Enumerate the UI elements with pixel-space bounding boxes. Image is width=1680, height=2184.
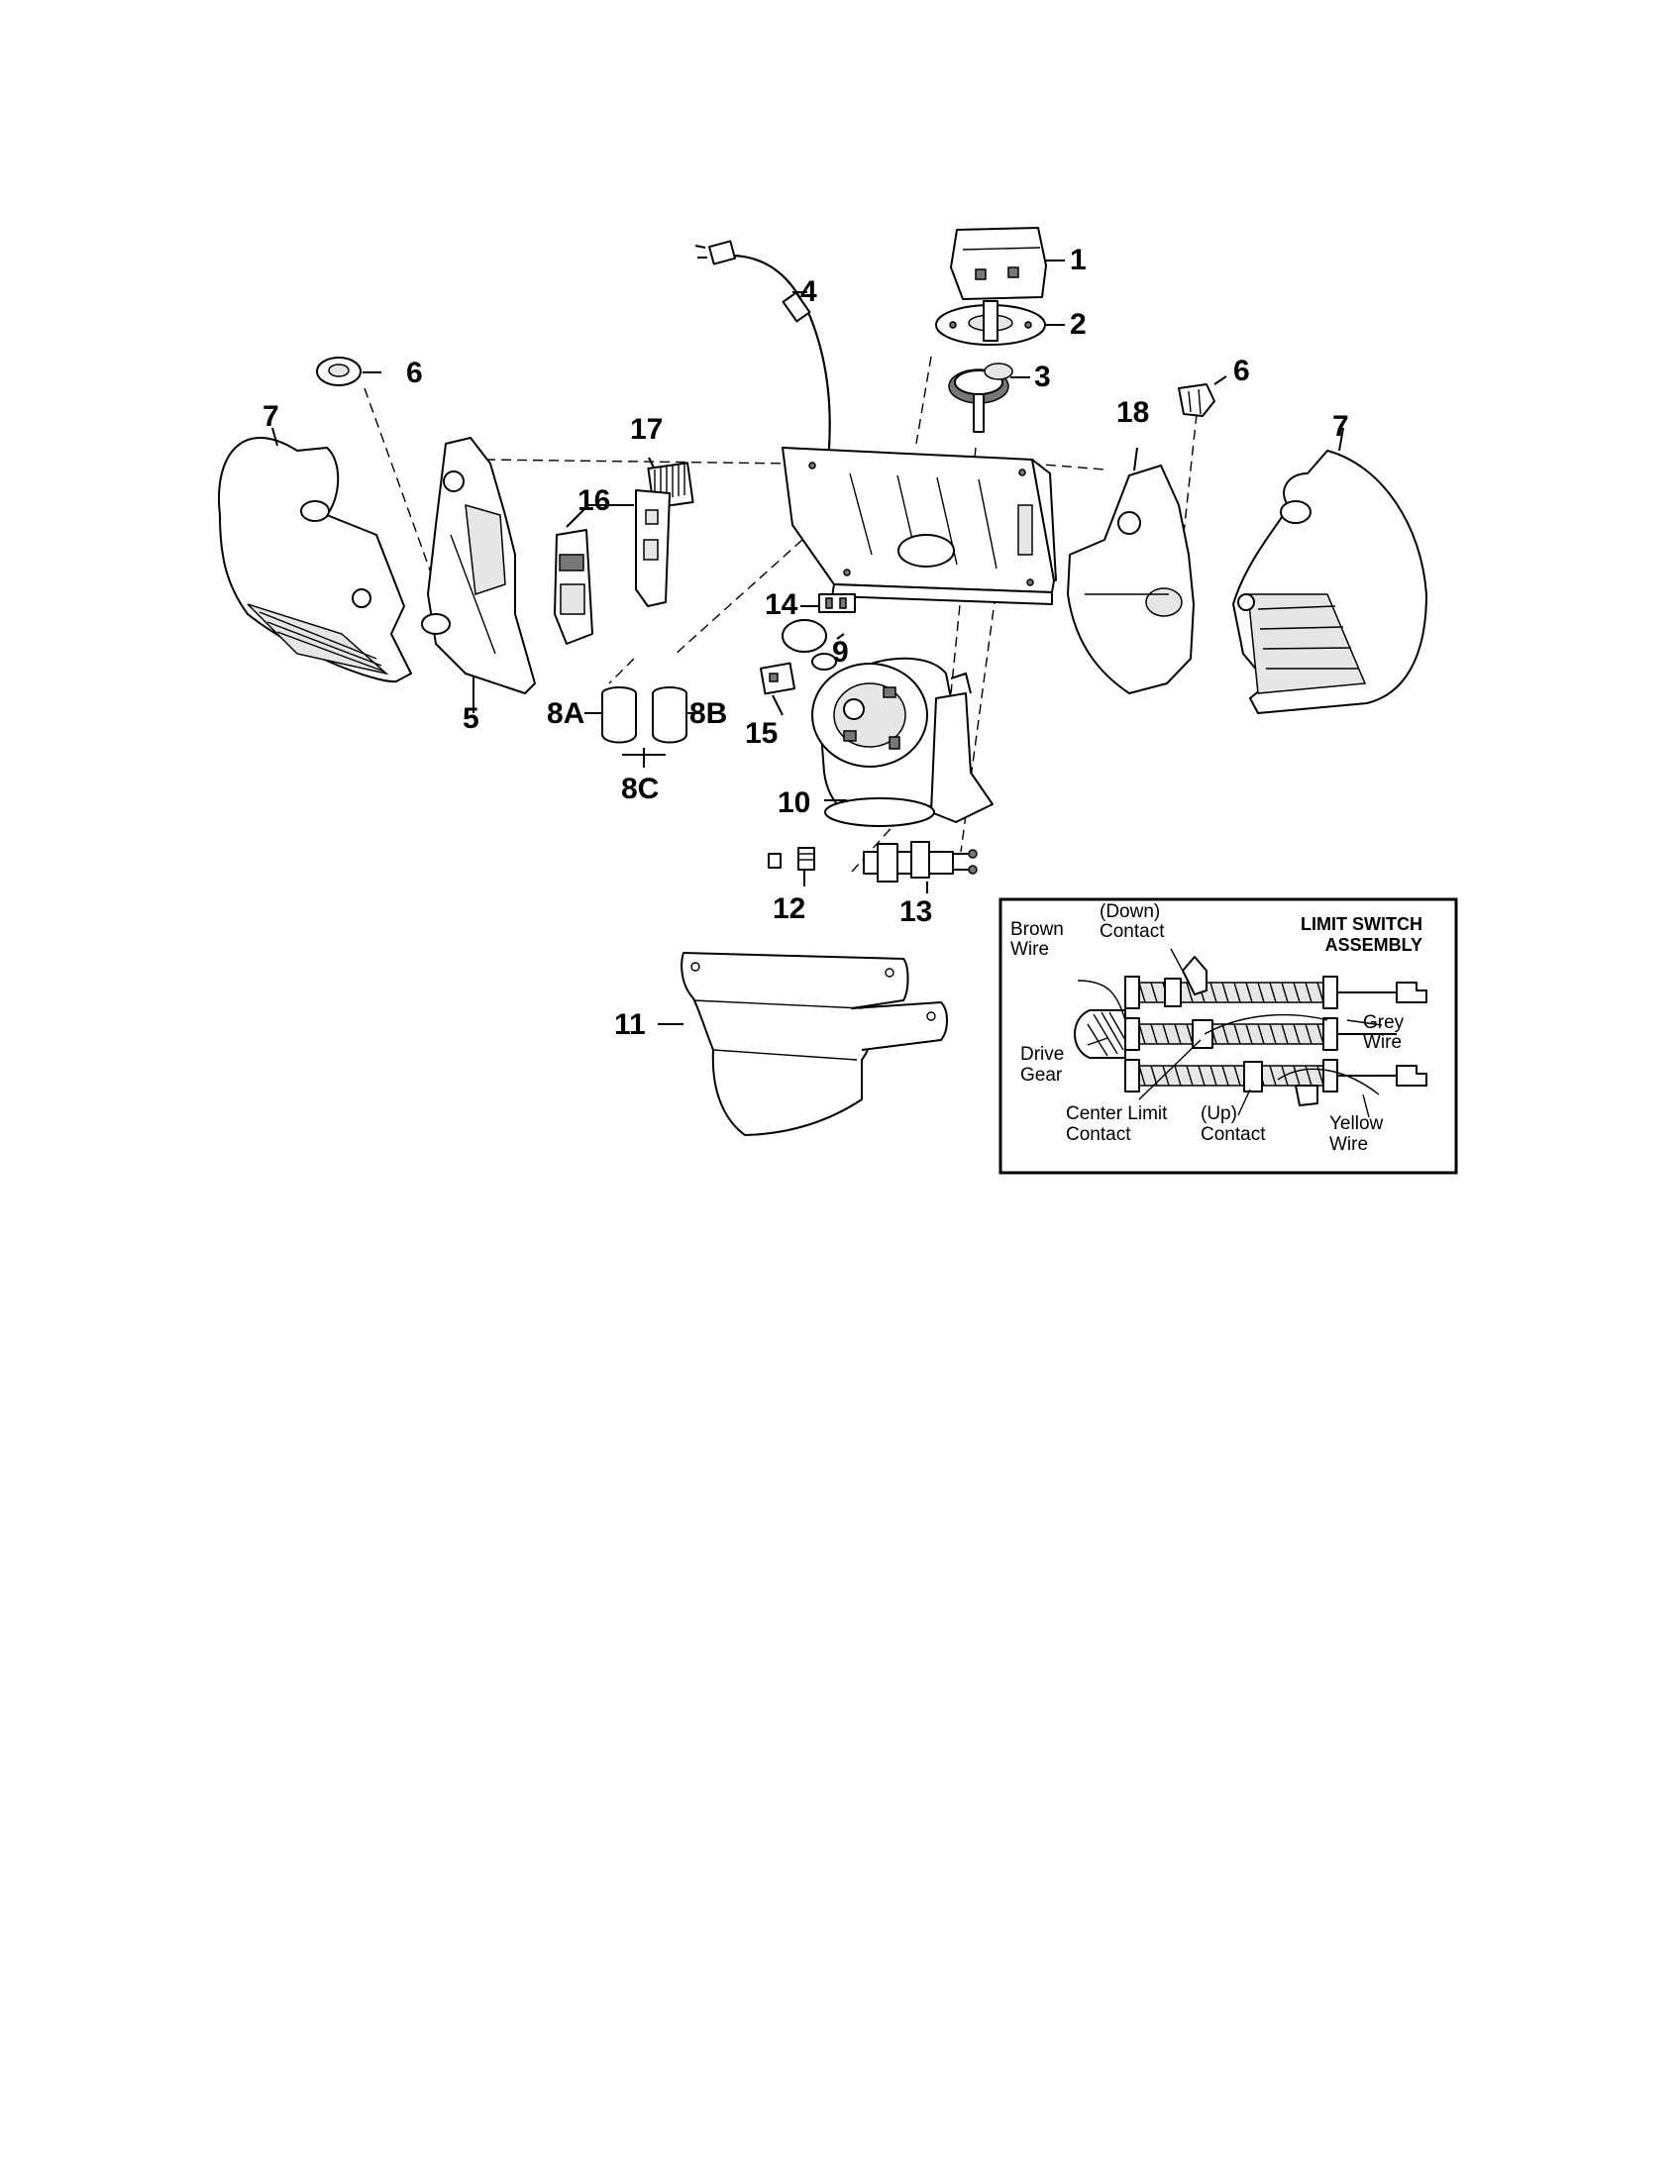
part-12-screw (768, 847, 815, 886)
callout-2: 2 (1070, 308, 1087, 341)
part-14-rpm-sensor (800, 593, 856, 613)
label-up-contact-2: Contact (1201, 1124, 1266, 1145)
part-18-right-end-panel (1067, 447, 1195, 694)
part-4-power-cord (694, 240, 831, 463)
callout-8a: 8A (547, 697, 584, 730)
part-10-motor (811, 657, 994, 827)
callout-10: 10 (778, 786, 810, 819)
callout-18: 18 (1116, 396, 1149, 429)
label-down-contact-2: Contact (1100, 921, 1165, 942)
label-grey-wire-1: Grey (1363, 1012, 1405, 1033)
part-9-interrupter-cup (782, 619, 845, 671)
callout-9: 9 (832, 636, 849, 669)
part-1-cover-plate (950, 227, 1065, 300)
label-yellow-wire-2: Wire (1329, 1134, 1368, 1155)
part-11-light-lens (658, 952, 948, 1136)
callout-8b: 8B (689, 697, 727, 730)
callout-17: 17 (630, 413, 663, 446)
limit-switch-inset: LIMIT SWITCH ASSEMBLY Brown Wire (Down) … (998, 897, 1458, 1175)
callout-7-left: 7 (262, 400, 279, 433)
part-3-drive-gear (948, 363, 1030, 433)
callout-3: 3 (1034, 361, 1051, 393)
part-13-limit-switch (863, 841, 978, 893)
label-center-limit-2: Contact (1066, 1124, 1131, 1145)
part-8-capacitors (584, 686, 701, 768)
part-5-left-end-panel (421, 437, 536, 713)
inset-title-line2: ASSEMBLY (1325, 935, 1422, 955)
part-7-right-light-cover (1232, 427, 1427, 714)
inset-wires (1077, 948, 1383, 1118)
label-yellow-wire-1: Yellow (1329, 1113, 1384, 1134)
callout-15: 15 (745, 717, 778, 750)
callout-12: 12 (773, 892, 805, 925)
part-2-bearing-plate (935, 300, 1065, 346)
callout-11: 11 (614, 1008, 646, 1041)
label-up-contact-1: (Up) (1201, 1103, 1237, 1124)
part-7-left-light-cover (218, 427, 412, 683)
part-6-right-knob (1178, 375, 1227, 417)
callout-14: 14 (765, 588, 798, 621)
inset-rods (1124, 976, 1427, 1092)
label-drive-gear-2: Gear (1020, 1065, 1063, 1086)
callout-16: 16 (578, 484, 610, 517)
inset-drive-gear (1074, 1009, 1126, 1059)
label-center-limit-1: Center Limit (1066, 1103, 1168, 1124)
inset-title-line1: LIMIT SWITCH (1301, 914, 1422, 934)
label-down-contact-1: (Down) (1100, 901, 1160, 922)
inset-labels: LIMIT SWITCH ASSEMBLY Brown Wire (Down) … (1010, 901, 1422, 1155)
callout-numbers: 1 2 3 4 6 6 7 7 17 18 16 14 9 5 8A 8B 8C… (262, 244, 1349, 1041)
callout-13: 13 (899, 895, 932, 928)
part-6-left-lens-grommet (316, 357, 381, 386)
callout-1: 1 (1070, 244, 1087, 276)
inset-contacts (1164, 956, 1318, 1106)
callout-6-right: 6 (1233, 355, 1250, 387)
callout-4: 4 (800, 275, 817, 308)
label-grey-wire-2: Wire (1363, 1032, 1402, 1053)
part-16-logic-board (554, 489, 671, 645)
callout-6-left: 6 (406, 357, 423, 389)
callout-8c: 8C (621, 773, 659, 805)
label-brown-wire-1: Brown (1010, 919, 1064, 940)
callout-7-right: 7 (1332, 410, 1349, 443)
callout-5: 5 (463, 702, 479, 735)
chassis-plate (782, 447, 1057, 605)
part-15-switch-bracket (759, 662, 796, 716)
label-drive-gear-1: Drive (1020, 1044, 1064, 1065)
label-brown-wire-2: Wire (1010, 939, 1049, 960)
